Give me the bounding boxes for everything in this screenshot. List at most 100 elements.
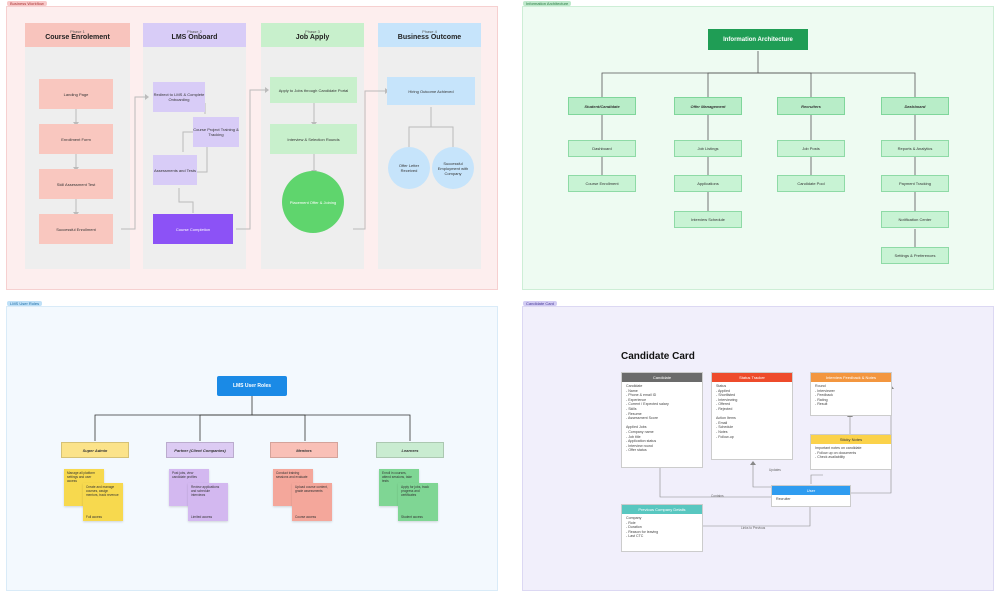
roles-root-node[interactable]: LMS User Roles [217, 376, 287, 396]
role-sticky-footer: Full access [86, 515, 102, 519]
frame-tag-workflow[interactable]: Business Workflow [7, 1, 47, 6]
ia-leaf-node[interactable]: Job Posts [777, 140, 845, 157]
table-row: - Company name [626, 429, 654, 434]
table-header: Sticky Notes [811, 435, 891, 444]
table-row: - Reason for leaving [626, 529, 659, 534]
column-header-2[interactable]: Phase 2 LMS Onboard [143, 23, 246, 47]
column-phase: Phase 4 [422, 29, 437, 34]
workflow-step[interactable]: Redirect to LMS & Complete Onboarding [153, 82, 205, 112]
role-sticky-note[interactable]: Apply for jobs, track progress and certi… [398, 483, 438, 521]
table-body: Round- Interviewer- Feedback- Rating- Re… [811, 382, 891, 409]
connector-label: Links to Previous [741, 526, 766, 530]
history-table[interactable]: Previous Company Details Company- Role- … [621, 504, 703, 552]
column-title: Business Outcome [397, 34, 462, 41]
ia-leaf-node[interactable]: Payment Tracking [881, 175, 949, 192]
ia-root-node[interactable]: Information Architecture [708, 29, 808, 50]
frame-tag-roles[interactable]: LMS User Roles [7, 301, 43, 306]
workflow-step[interactable]: Skill Assessment Test [39, 169, 113, 199]
status-table[interactable]: Status Tracker Status- Applied- Shortlis… [711, 372, 793, 460]
workflow-circle[interactable]: Offer Letter Received [388, 147, 430, 189]
table-row: - Interviewing [716, 397, 738, 402]
table-body: Status- Applied- Shortlisted- Interviewi… [712, 382, 792, 441]
connector-label: Updates [769, 468, 781, 472]
ia-section-node[interactable]: Student/Candidate [568, 97, 636, 115]
workflow-step[interactable]: Course Project Training & Tracking [193, 117, 239, 147]
table-row: - Applied [716, 388, 730, 393]
role-sticky-footer: Student access [401, 515, 423, 519]
table-row: - Role [626, 520, 636, 525]
role-sticky-note[interactable]: Upload course content, grade assessments… [292, 483, 332, 521]
table-row: Action Items [716, 416, 736, 421]
column-phase: Phase 3 [305, 29, 320, 34]
role-sticky-text: Review applications and schedule intervi… [191, 485, 220, 497]
table-body: Company- Role- Duration- Reason for leav… [622, 514, 702, 541]
workflow-step[interactable]: Hiring Outcome Achieved [387, 77, 475, 105]
notes-table[interactable]: Interview Feedback & Notes Round- Interv… [810, 372, 892, 416]
role-sticky-text: Create and manage courses, assign mentor… [86, 485, 119, 497]
column-header-4[interactable]: Phase 4 Business Outcome [378, 23, 481, 47]
workflow-circle[interactable]: Successful Employment with Company [432, 147, 474, 189]
column-title: LMS Onboard [171, 34, 218, 41]
workflow-step[interactable]: Course Completion [153, 214, 233, 244]
role-header[interactable]: Learners [376, 442, 444, 458]
card-title: Candidate Card [621, 351, 695, 362]
table-row: - Schedule [716, 425, 734, 430]
role-header[interactable]: Super Admin [61, 442, 129, 458]
sticky-notes-table[interactable]: Sticky Notes Important notes on candidat… [810, 434, 892, 470]
ia-frame: Information Architecture Information Arc… [522, 1, 994, 290]
workflow-step[interactable]: Assessments and Tests [153, 155, 197, 185]
column-header-3[interactable]: Phase 3 Job Apply [261, 23, 364, 47]
candidate-table[interactable]: Candidate Candidate- Name- Phone & email… [621, 372, 703, 468]
role-header[interactable]: Partner (Client Companies) [166, 442, 234, 458]
table-row: - Resume [626, 411, 642, 416]
table-row: - Skills [626, 406, 637, 411]
ia-leaf-node[interactable]: Notification Center [881, 211, 949, 228]
table-header: Previous Company Details [622, 505, 702, 514]
table-row: - Rating [815, 397, 828, 402]
workflow-frame: Business Workflow Phase 1 Course Enrolem… [6, 1, 498, 290]
table-row: - Phone & email ID [626, 393, 657, 398]
user-table[interactable]: User Recruiter [771, 485, 851, 507]
ia-section-node[interactable]: Offer Management [674, 97, 742, 115]
ia-leaf-node[interactable]: Candidate Pool [777, 175, 845, 192]
table-row: - Offer status [626, 448, 647, 453]
ia-leaf-node[interactable]: Applications [674, 175, 742, 192]
ia-leaf-node[interactable]: Course Enrollment [568, 175, 636, 192]
table-row: - Follow-up [716, 434, 734, 439]
frame-tag-ia[interactable]: Information Architecture [523, 1, 572, 6]
table-row: - Name [626, 388, 638, 393]
role-sticky-text: Apply for jobs, track progress and certi… [401, 485, 429, 497]
table-body: Recruiter [772, 495, 850, 504]
frame-tag-card[interactable]: Candidate Card [523, 301, 558, 306]
table-body: Candidate- Name- Phone & email ID- Exper… [622, 382, 702, 455]
workflow-step[interactable]: Successful Enrollment [39, 214, 113, 244]
role-sticky-note[interactable]: Create and manage courses, assign mentor… [83, 483, 123, 521]
table-header: User [772, 486, 850, 495]
table-row: - Check availability [815, 455, 845, 460]
table-row: - Interview round [626, 443, 653, 448]
workflow-step[interactable]: Apply to Jobs through Candidate Portal [270, 77, 357, 103]
table-row: - Follow up on documents [815, 450, 857, 455]
table-row: Round [815, 384, 826, 388]
table-row: Candidate [626, 384, 643, 388]
table-row: Recruiter [776, 497, 791, 501]
ia-leaf-node[interactable]: Settings & Preferences [881, 247, 949, 264]
table-row: - Assessment Score [626, 416, 658, 421]
workflow-circle[interactable]: Placement Offer & Joining [282, 171, 344, 233]
role-sticky-note[interactable]: Review applications and schedule intervi… [188, 483, 228, 521]
role-header[interactable]: Mentors [270, 442, 338, 458]
ia-section-node[interactable]: Recruiters [777, 97, 845, 115]
table-row: - Shortlisted [716, 393, 736, 398]
ia-section-node[interactable]: Dashboard [881, 97, 949, 115]
ia-leaf-node[interactable]: Interview Schedule [674, 211, 742, 228]
table-row: - Rejected [716, 406, 733, 411]
column-header-1[interactable]: Phase 1 Course Enrolement [25, 23, 130, 47]
connector-label: Contains [711, 494, 724, 498]
column-title: Course Enrolement [45, 34, 110, 41]
ia-leaf-node[interactable]: Dashboard [568, 140, 636, 157]
ia-leaf-node[interactable]: Reports & Analytics [881, 140, 949, 157]
ia-leaf-node[interactable]: Job Listings [674, 140, 742, 157]
workflow-step[interactable]: Enrollment Form [39, 124, 113, 154]
workflow-step[interactable]: Landing Page [39, 79, 113, 109]
workflow-step[interactable]: Interview & Selection Rounds [270, 124, 357, 154]
